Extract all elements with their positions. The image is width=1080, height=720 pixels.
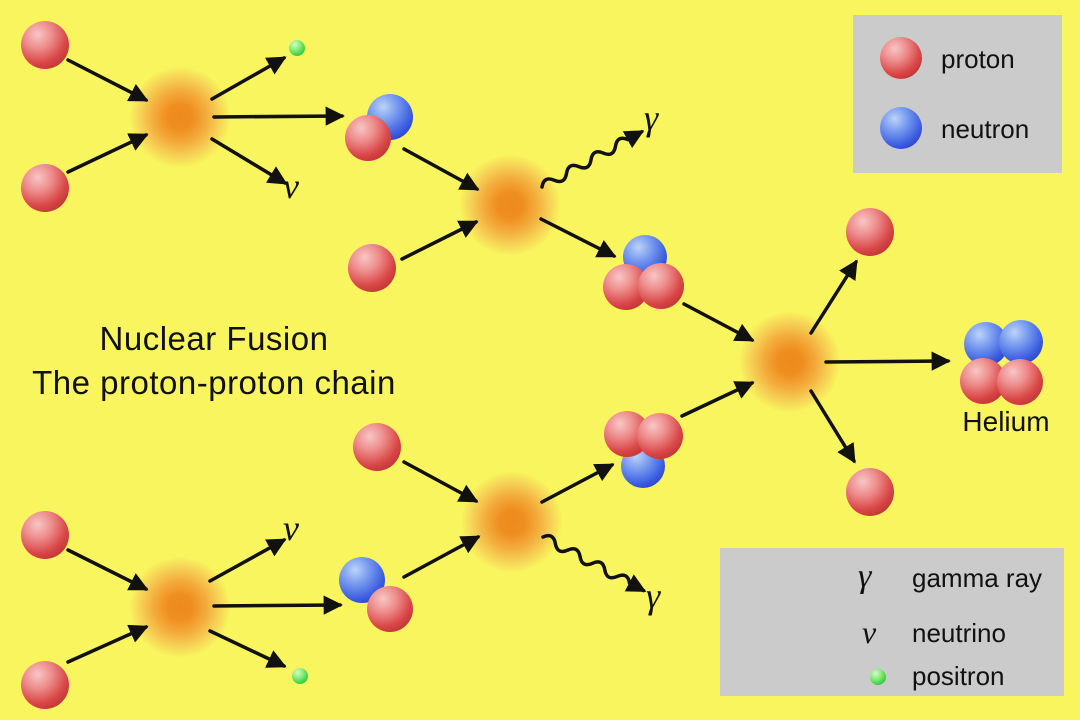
proton-in-arrow xyxy=(400,220,479,261)
collision-flash-dp-top xyxy=(460,155,560,255)
proton-out-arrow xyxy=(809,389,856,464)
positron-out-arrow xyxy=(208,629,287,668)
title-line-2: The proton-proton chain xyxy=(32,364,396,401)
proton-sphere xyxy=(21,21,69,69)
proton-sphere xyxy=(846,468,894,516)
diagram-title: Nuclear Fusion The proton-proton chain xyxy=(5,317,423,405)
proton-sphere xyxy=(637,413,683,459)
neutrino-out-arrow xyxy=(210,137,288,185)
helium3-in-arrow xyxy=(680,381,755,418)
title-line-1: Nuclear Fusion xyxy=(99,320,329,357)
legend-positron-label: positron xyxy=(912,661,1005,691)
proton-in-arrow xyxy=(66,624,149,664)
neutrino-out-arrow xyxy=(208,538,287,583)
proton-in-arrow xyxy=(402,460,479,503)
legend-proton-label: proton xyxy=(941,44,1015,74)
proton-sphere xyxy=(21,511,69,559)
deuteron-out-arrow xyxy=(212,106,345,126)
proton-sphere xyxy=(21,661,69,709)
helium3-out-arrow xyxy=(540,463,615,504)
gamma-wavy-arrow xyxy=(541,533,647,593)
legend-neutrino-label: neutrino xyxy=(912,618,1006,648)
gamma-symbol: γ xyxy=(646,576,661,616)
proton-out-arrow xyxy=(809,259,858,335)
legend-neutron-label: neutron xyxy=(941,114,1030,144)
legend-positron-icon xyxy=(870,669,886,685)
proton-sphere xyxy=(638,263,684,309)
radiation-legend xyxy=(720,548,1064,696)
legend-gamma-label: gamma ray xyxy=(912,563,1043,593)
proton-sphere xyxy=(21,164,69,212)
proton-sphere xyxy=(353,423,401,471)
proton-in-arrow xyxy=(66,548,149,591)
deuteron-in-arrow xyxy=(402,147,480,191)
deuteron-out-arrow xyxy=(212,595,343,615)
legend-gamma-symbol: γ xyxy=(858,558,872,595)
proton-in-arrow xyxy=(66,58,149,102)
proton-sphere xyxy=(367,586,413,632)
legend-nu-symbol: ν xyxy=(862,614,877,650)
legend-neutron-icon xyxy=(880,107,922,149)
collision-flash-he3he3 xyxy=(740,312,840,412)
helium-label: Helium xyxy=(962,406,1050,437)
neutron-sphere xyxy=(999,320,1043,364)
legend-proton-icon xyxy=(880,37,922,79)
helium-out-arrow xyxy=(824,351,951,371)
proton-sphere xyxy=(345,115,391,161)
deuteron-in-arrow xyxy=(402,535,481,579)
positron-sphere xyxy=(292,668,308,684)
helium3-out-arrow xyxy=(539,217,617,258)
helium3-in-arrow xyxy=(682,302,755,342)
gamma-symbol: γ xyxy=(644,98,659,138)
positron-out-arrow xyxy=(210,56,287,101)
neutrino-symbol: ν xyxy=(283,166,299,206)
gamma-wavy-arrow xyxy=(540,129,645,189)
proton-sphere xyxy=(997,359,1043,405)
particle-legend: proton neutron xyxy=(853,15,1062,173)
proton-in-arrow xyxy=(66,133,149,174)
positron-sphere xyxy=(289,40,305,56)
collision-flash-dp-bottom xyxy=(462,472,562,572)
proton-sphere xyxy=(348,244,396,292)
neutrino-symbol: ν xyxy=(283,508,299,548)
proton-sphere xyxy=(846,208,894,256)
